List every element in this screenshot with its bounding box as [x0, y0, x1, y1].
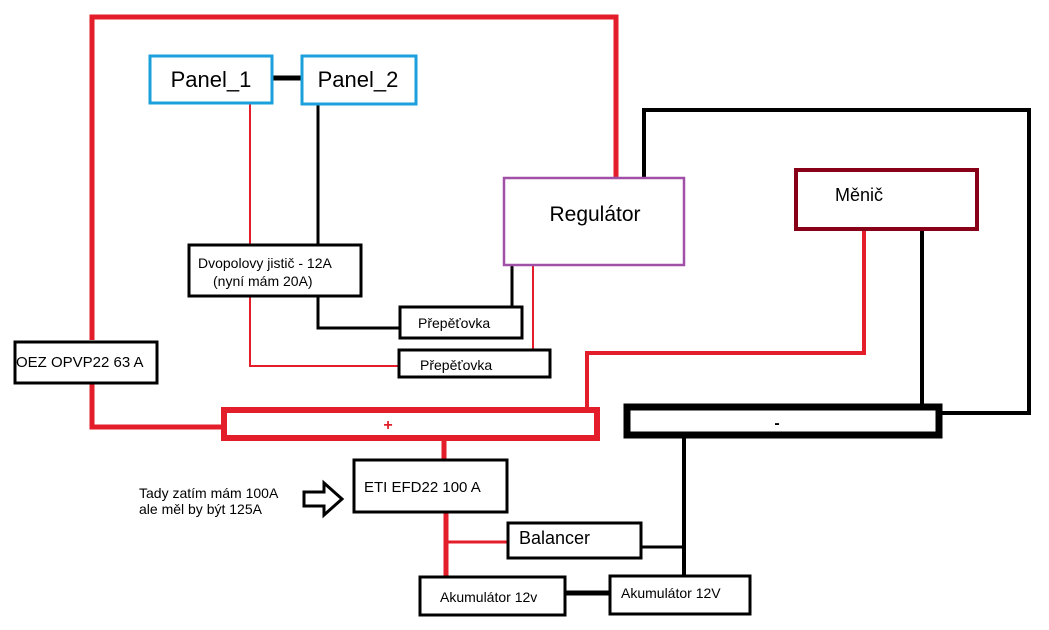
positive-busbar: +	[221, 407, 600, 441]
surge-protector-2-label: Přepěťovka	[420, 357, 492, 373]
oez-fuse-box: OEZ OPVP22 63 A	[13, 340, 159, 385]
breaker-label-2: (nyní mám 20A)	[213, 273, 313, 289]
wire-red-breaker-surge2	[249, 296, 399, 367]
wire-black-breaker-surge1	[316, 296, 400, 330]
surge-protector-1-label: Přepěťovka	[418, 315, 490, 331]
hollow-right-arrow-icon	[302, 479, 345, 519]
balancer-label: Balancer	[519, 528, 590, 548]
battery-1-box: Akumulátor 12v	[418, 575, 567, 617]
annotation-line-2: ale měl by být 125A	[139, 501, 263, 517]
panel-2-box: Panel_2	[300, 54, 418, 106]
wire-red-inverter-bus	[585, 228, 866, 410]
panel-2-label: Panel_2	[318, 67, 399, 92]
wire-red-main-loop	[89, 14, 619, 340]
breaker-label-1: Dvopolovy jistič - 12A	[198, 255, 332, 271]
battery-1-label: Akumulátor 12v	[440, 589, 537, 605]
surge-protector-1-box: Přepěťovka	[398, 305, 524, 340]
eti-fuse-label: ETI EFD22 100 A	[364, 479, 481, 496]
oez-fuse-label: OEZ OPVP22 63 A	[16, 354, 144, 371]
regulator-label: Regulátor	[549, 203, 640, 226]
wire-red-oez-to-bus	[89, 383, 224, 430]
battery-2-label: Akumulátor 12V	[621, 585, 721, 601]
eti-fuse-box: ETI EFD22 100 A	[352, 458, 509, 514]
positive-bus-label: +	[383, 417, 392, 434]
inverter-label: Měnič	[835, 185, 883, 205]
breaker-box: Dvopolovy jistič - 12A (nyní mám 20A)	[187, 243, 363, 298]
panel-1-box: Panel_1	[148, 54, 274, 105]
negative-bus-label: -	[774, 415, 779, 432]
surge-protector-2-box: Přepěťovka	[397, 348, 552, 379]
balancer-box: Balancer	[506, 521, 643, 560]
annotation-line-1: Tady zatím mám 100A	[139, 485, 279, 501]
wire-black-regulator-loop	[642, 108, 1031, 415]
negative-busbar: -	[623, 403, 943, 439]
panel-1-label: Panel_1	[171, 67, 252, 92]
regulator-box: Regulátor	[502, 176, 686, 267]
battery-2-box: Akumulátor 12V	[608, 574, 752, 616]
inverter-box: Měnič	[794, 168, 979, 231]
